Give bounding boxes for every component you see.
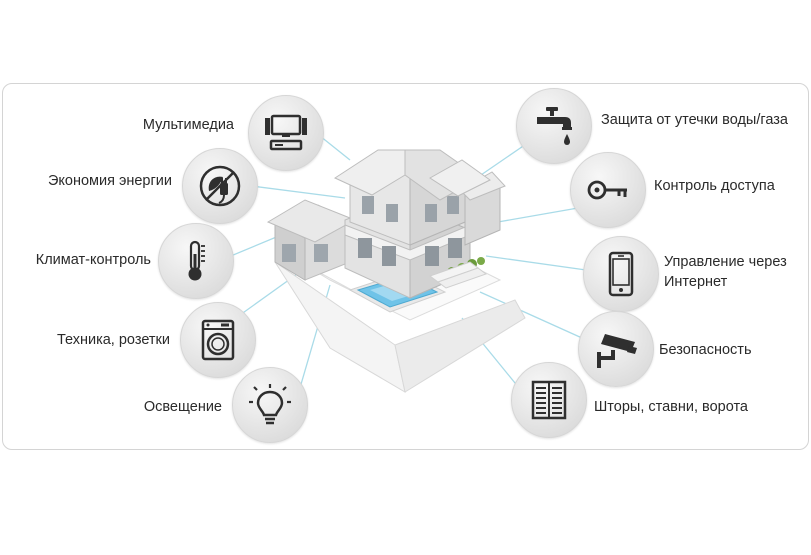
blinds-label: Шторы, ставни, ворота [594,399,748,415]
access-circle [570,152,646,228]
climate-circle [158,223,234,299]
internet-circle [583,236,659,312]
washing-machine-icon [201,319,235,361]
internet-label-line2: Интернет [664,274,728,290]
security-circle [578,311,654,387]
appliances-label: Техника, розетки [56,332,170,348]
smartphone-icon [608,251,634,297]
leak-circle [516,88,592,164]
energy-circle [182,148,258,224]
multimedia-icon [265,114,307,151]
climate-label: Климат-контроль [35,252,151,268]
multimedia-label: Мультимедиа [142,117,234,133]
multimedia-circle [248,95,324,171]
water-tap-icon [537,107,572,145]
lighting-circle [232,367,308,443]
energy-saving-plug-icon [199,165,241,207]
leak-label: Защита от утечки воды/газа [601,112,788,128]
key-icon [587,180,627,200]
appliances-circle [180,302,256,378]
energy-label: Экономия энергии [47,173,172,189]
blinds-circle [511,362,587,438]
window-shutters-icon [531,380,567,420]
thermometer-icon [188,240,205,281]
access-label: Контроль доступа [654,178,775,194]
light-bulb-icon [249,384,291,425]
security-label: Безопасность [659,342,752,358]
cctv-camera-icon [597,334,637,368]
internet-label-line1: Управление через [664,254,787,270]
lighting-label: Освещение [143,399,222,415]
